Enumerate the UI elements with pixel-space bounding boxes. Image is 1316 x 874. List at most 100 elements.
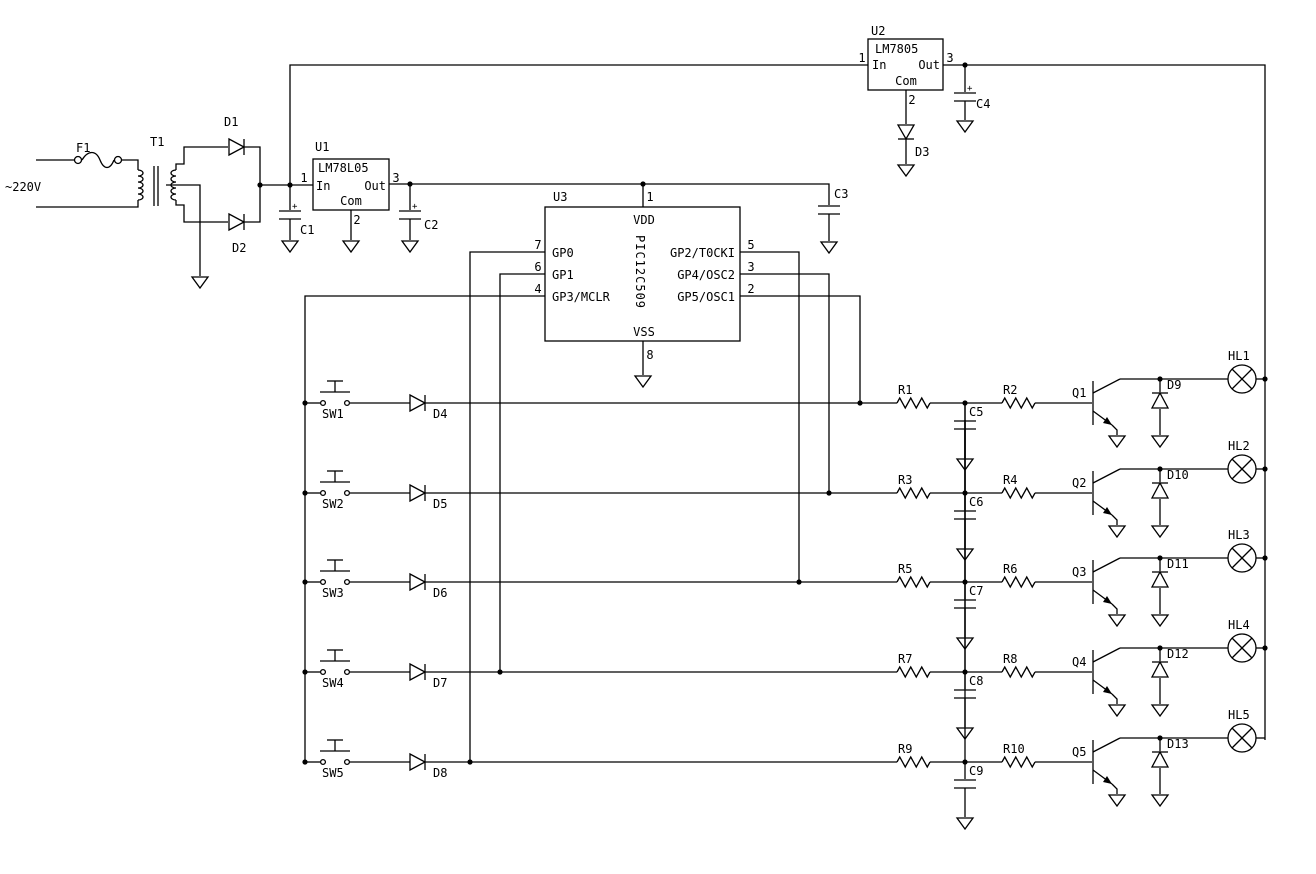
junction-dot bbox=[1262, 645, 1268, 651]
ground-symbol bbox=[1150, 614, 1170, 628]
u3-ref: U3 bbox=[553, 190, 567, 204]
resistor-b bbox=[1001, 665, 1036, 679]
junction-dot bbox=[796, 579, 802, 585]
resistor-a-label: R7 bbox=[898, 652, 912, 666]
resistor-a-label: R9 bbox=[898, 742, 912, 756]
diode-d1 bbox=[228, 137, 246, 157]
c4-label: C4 bbox=[976, 97, 990, 111]
ground-symbol bbox=[341, 240, 361, 254]
source-label: ~220V bbox=[5, 180, 41, 194]
lamp bbox=[1227, 543, 1257, 573]
ground-symbol bbox=[1107, 435, 1127, 449]
ground-symbol bbox=[400, 240, 420, 254]
u1-part: LM78L05 bbox=[318, 161, 369, 175]
u3-pin-num-right: 5 bbox=[747, 238, 754, 252]
diode-d2 bbox=[228, 212, 246, 232]
transformer-primary bbox=[137, 169, 144, 201]
lamp bbox=[1227, 364, 1257, 394]
junction-dot bbox=[302, 400, 308, 406]
svg-text:+: + bbox=[967, 84, 973, 94]
transistor-label: Q2 bbox=[1072, 476, 1086, 490]
ground-symbol bbox=[1107, 525, 1127, 539]
centre-tap bbox=[166, 184, 201, 276]
ground-symbol bbox=[1150, 704, 1170, 718]
regulator-u1 bbox=[312, 158, 390, 211]
u1-pin-out: 3 bbox=[392, 171, 399, 185]
ground-symbol bbox=[955, 120, 975, 134]
u3-pin-name-right: GP5/OSC1 bbox=[677, 290, 735, 304]
junction-dot bbox=[497, 669, 503, 675]
lamp-rail bbox=[943, 64, 1266, 740]
ground-symbol bbox=[1150, 525, 1170, 539]
junction-dot bbox=[302, 490, 308, 496]
ground-symbol bbox=[1107, 794, 1127, 808]
gp2-bus bbox=[740, 251, 800, 582]
channel-diode-label: D6 bbox=[433, 586, 447, 600]
switch-contact bbox=[343, 489, 351, 497]
u3-vdd: VDD bbox=[633, 213, 655, 227]
switch-contact bbox=[319, 489, 327, 497]
transistor-collector bbox=[1092, 647, 1121, 663]
flyback-diode bbox=[1150, 570, 1170, 588]
flyback-diode-label: D12 bbox=[1167, 647, 1189, 661]
switch-contact bbox=[319, 578, 327, 586]
vdd-rail bbox=[389, 183, 830, 205]
resistor-a-label: R3 bbox=[898, 473, 912, 487]
resistor-a bbox=[896, 575, 931, 589]
switch-label: SW5 bbox=[322, 766, 344, 780]
diode-d3 bbox=[896, 124, 916, 141]
resistor-b-label: R6 bbox=[1003, 562, 1017, 576]
ground-symbol bbox=[955, 548, 975, 562]
lamp bbox=[1227, 633, 1257, 663]
emitter-lead bbox=[1111, 514, 1118, 525]
transistor-collector bbox=[1092, 378, 1121, 394]
u3-pin-name-left: GP3/MCLR bbox=[552, 290, 611, 304]
u1-in: In bbox=[316, 179, 330, 193]
ground-symbol bbox=[1150, 435, 1170, 449]
capacitor-c1: + bbox=[279, 202, 301, 220]
c1-label: C1 bbox=[300, 223, 314, 237]
gp5-bus bbox=[740, 295, 861, 403]
flyback-diode bbox=[1150, 391, 1170, 409]
transistor-label: Q1 bbox=[1072, 386, 1086, 400]
ground-symbol bbox=[280, 240, 300, 254]
u1-ref: U1 bbox=[315, 140, 329, 154]
channel-diode-label: D8 bbox=[433, 766, 447, 780]
svg-text:+: + bbox=[292, 202, 298, 212]
gp1-bus bbox=[499, 273, 545, 672]
transformer-label: T1 bbox=[150, 135, 164, 149]
u3-pin-name-left: GP1 bbox=[552, 268, 574, 282]
channel-capacitor bbox=[954, 510, 976, 520]
resistor-b bbox=[1001, 755, 1036, 769]
junction-dot bbox=[467, 759, 473, 765]
switch-contact bbox=[343, 399, 351, 407]
flyback-diode-label: D13 bbox=[1167, 737, 1189, 751]
u3-pin-num-right: 2 bbox=[747, 282, 754, 296]
flyback-diode bbox=[1150, 750, 1170, 768]
resistor-b-label: R8 bbox=[1003, 652, 1017, 666]
channel-diode-label: D4 bbox=[433, 407, 447, 421]
resistor-a bbox=[896, 665, 931, 679]
u2-pin-com: 2 bbox=[908, 93, 915, 107]
u3-pin-num-left: 4 bbox=[534, 282, 541, 296]
lamp-cross bbox=[1231, 547, 1253, 569]
transistor-label: Q3 bbox=[1072, 565, 1086, 579]
emitter-lead bbox=[1111, 424, 1118, 435]
ground-symbol bbox=[1107, 704, 1127, 718]
sec-top bbox=[175, 146, 228, 170]
emitter-lead bbox=[1111, 603, 1118, 614]
u3-vss: VSS bbox=[633, 325, 655, 339]
capacitor-c3 bbox=[818, 205, 840, 215]
sec-bottom bbox=[175, 200, 228, 223]
transistor-collector bbox=[1092, 737, 1121, 753]
u2-pin-out: 3 bbox=[946, 51, 953, 65]
lamp-label: HL4 bbox=[1228, 618, 1250, 632]
mains-wire-bottom bbox=[36, 200, 139, 208]
junction-dot bbox=[302, 579, 308, 585]
channel-diode-label: D5 bbox=[433, 497, 447, 511]
regulator-u2 bbox=[867, 38, 944, 91]
ground-symbol bbox=[955, 458, 975, 472]
channel-diode bbox=[409, 393, 427, 413]
lamp-label: HL1 bbox=[1228, 349, 1250, 363]
lamp-cross bbox=[1231, 727, 1253, 749]
